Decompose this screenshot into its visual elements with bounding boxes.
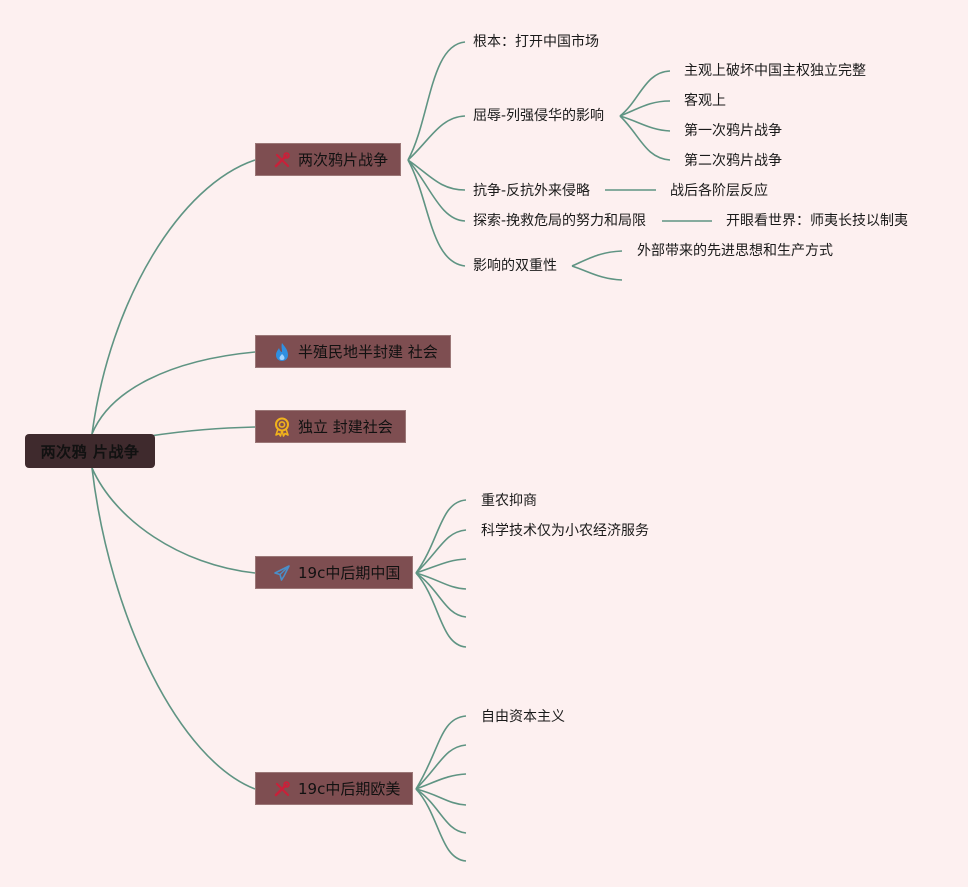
topic-label: 19c中后期欧美: [298, 780, 401, 798]
topic-node-4[interactable]: 19c中后期中国: [255, 556, 414, 589]
link-t5-2: [415, 744, 467, 790]
award-badge-icon: [272, 417, 292, 437]
link-t1-sub4: [407, 159, 466, 222]
link-t1-sub5: [407, 159, 466, 267]
link-t5-5: [415, 788, 467, 834]
link-s5-2: [571, 265, 623, 281]
link-t4-1: [415, 499, 467, 574]
leaf-node[interactable]: 开眼看世界：师夷长技以制夷: [726, 213, 908, 229]
leaf-node[interactable]: 主观上破坏中国主权独立完整: [684, 63, 866, 79]
link-s2-2: [619, 100, 671, 117]
link-root-topic-4: [91, 467, 256, 574]
tools-icon: [272, 150, 292, 170]
link-t5-4: [415, 788, 467, 806]
topic-node-5[interactable]: 19c中后期欧美: [255, 772, 414, 805]
link-t1-sub2: [407, 115, 466, 161]
topic-node-3[interactable]: 独立 封建社会: [255, 410, 406, 443]
subtopic-node[interactable]: 屈辱-列强侵华的影响: [473, 108, 605, 124]
link-t4-6: [415, 572, 467, 648]
link-root-topic-2: [91, 351, 256, 435]
link-s2-1: [619, 70, 671, 117]
link-t4-5: [415, 572, 467, 618]
leaf-node[interactable]: 战后各阶层反应: [670, 183, 768, 199]
leaf-node[interactable]: 外部带来的先进思想和生产方式: [637, 243, 833, 259]
link-t1-sub3: [407, 159, 466, 191]
flame-icon: [272, 342, 292, 362]
tools-icon: [272, 779, 292, 799]
subtopic-node[interactable]: 根本：打开中国市场: [473, 34, 599, 50]
link-root-topic-5: [91, 467, 256, 790]
link-t4-3: [415, 558, 467, 574]
paper-plane-icon: [272, 563, 292, 583]
topic-label: 19c中后期中国: [298, 564, 401, 582]
leaf-node[interactable]: 重农抑商: [481, 493, 537, 509]
topic-node-1[interactable]: 两次鸦片战争: [255, 143, 402, 176]
link-t5-6: [415, 788, 467, 862]
link-root-topic-3: [149, 426, 256, 437]
topic-node-2[interactable]: 半殖民地半封建 社会: [255, 335, 451, 368]
leaf-node[interactable]: 第一次鸦片战争: [684, 123, 782, 139]
link-s2-4: [619, 115, 671, 161]
link-t4-2: [415, 529, 467, 574]
topic-label: 两次鸦片战争: [298, 151, 389, 169]
link-s2-3: [619, 115, 671, 132]
leaf-node[interactable]: 科学技术仅为小农经济服务: [481, 523, 649, 539]
leaf-node[interactable]: 客观上: [684, 93, 726, 109]
subtopic-node[interactable]: 探索-挽救危局的努力和局限: [473, 213, 647, 229]
link-t4-4: [415, 572, 467, 590]
link-t1-sub1: [407, 41, 466, 161]
topic-label: 半殖民地半封建 社会: [298, 343, 438, 361]
root-node-label: 两次鸦 片战争: [40, 442, 140, 461]
subtopic-node[interactable]: 抗争-反抗外来侵略: [473, 183, 591, 199]
link-t5-1: [415, 715, 467, 790]
link-t5-3: [415, 773, 467, 790]
leaf-node[interactable]: 第二次鸦片战争: [684, 153, 782, 169]
root-node[interactable]: 两次鸦 片战争: [25, 434, 155, 468]
topic-label: 独立 封建社会: [298, 418, 393, 436]
link-root-topic-1: [91, 159, 256, 435]
subtopic-node[interactable]: 影响的双重性: [473, 258, 557, 274]
link-s5-1: [571, 250, 623, 267]
leaf-node[interactable]: 自由资本主义: [481, 709, 565, 725]
